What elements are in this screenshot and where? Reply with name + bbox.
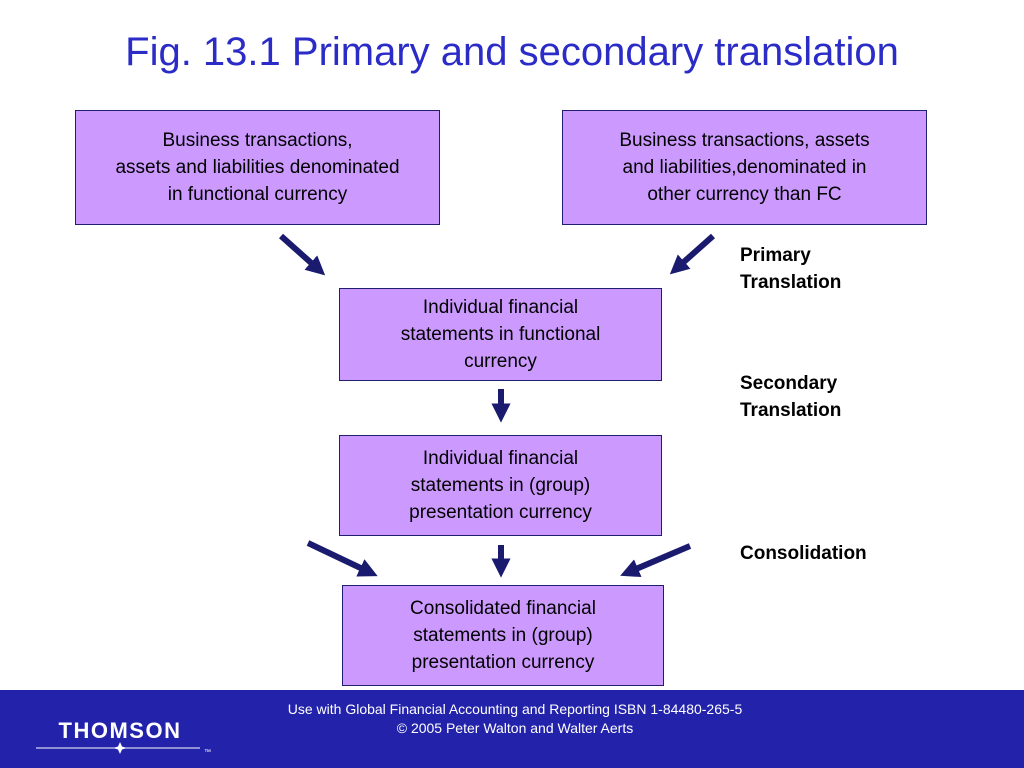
box-line: in functional currency bbox=[167, 184, 348, 205]
thomson-logo: THOMSON ™ bbox=[36, 718, 211, 756]
label-primary-translation: Primary Translation bbox=[740, 245, 842, 293]
footer-line: Use with Global Financial Accounting and… bbox=[287, 701, 743, 717]
box-line: other currency than FC bbox=[647, 184, 842, 205]
footer-citation: Use with Global Financial Accounting and… bbox=[220, 700, 810, 738]
flow-arrows bbox=[279, 233, 715, 578]
arrow-down-right bbox=[306, 540, 378, 577]
arrow-down-left bbox=[620, 543, 692, 578]
box-line: Individual financial bbox=[422, 297, 579, 318]
box-individual-presentation-currency: Individual financial statements in (grou… bbox=[339, 435, 662, 536]
box-line: Business transactions, assets bbox=[619, 130, 870, 151]
logo-wordmark: THOMSON bbox=[59, 718, 182, 743]
footer-line: © 2005 Peter Walton and Walter Aerts bbox=[396, 720, 634, 736]
box-other-currency-transactions: Business transactions, assets and liabil… bbox=[562, 110, 927, 225]
logo-trademark: ™ bbox=[204, 749, 211, 756]
box-line: and liabilities,denominated in bbox=[622, 157, 867, 178]
box-line: statements in (group) bbox=[410, 475, 591, 496]
arrow-down-left bbox=[669, 233, 715, 275]
box-consolidated-statements: Consolidated financial statements in (gr… bbox=[342, 585, 664, 686]
box-line: statements in functional bbox=[400, 324, 601, 345]
box-line: statements in (group) bbox=[413, 625, 593, 646]
box-functional-currency-transactions: Business transactions, assets and liabil… bbox=[75, 110, 440, 225]
footer-bar: THOMSON ™ Use with Global Financial Acco… bbox=[0, 690, 1024, 768]
label-secondary-translation: Secondary Translation bbox=[740, 373, 842, 421]
box-individual-functional-currency: Individual financial statements in funct… bbox=[339, 288, 662, 381]
box-line: presentation currency bbox=[409, 502, 592, 523]
box-line: Business transactions, bbox=[162, 130, 353, 151]
box-line: presentation currency bbox=[411, 652, 595, 673]
box-line: assets and liabilities denominated bbox=[115, 157, 400, 178]
box-line: currency bbox=[464, 351, 537, 372]
slide-title: Fig. 13.1 Primary and secondary translat… bbox=[125, 30, 899, 74]
label-consolidation: Consolidation bbox=[740, 543, 867, 564]
box-line: Consolidated financial bbox=[410, 598, 596, 619]
box-line: Individual financial bbox=[422, 448, 579, 469]
arrow-down-right bbox=[279, 233, 326, 276]
